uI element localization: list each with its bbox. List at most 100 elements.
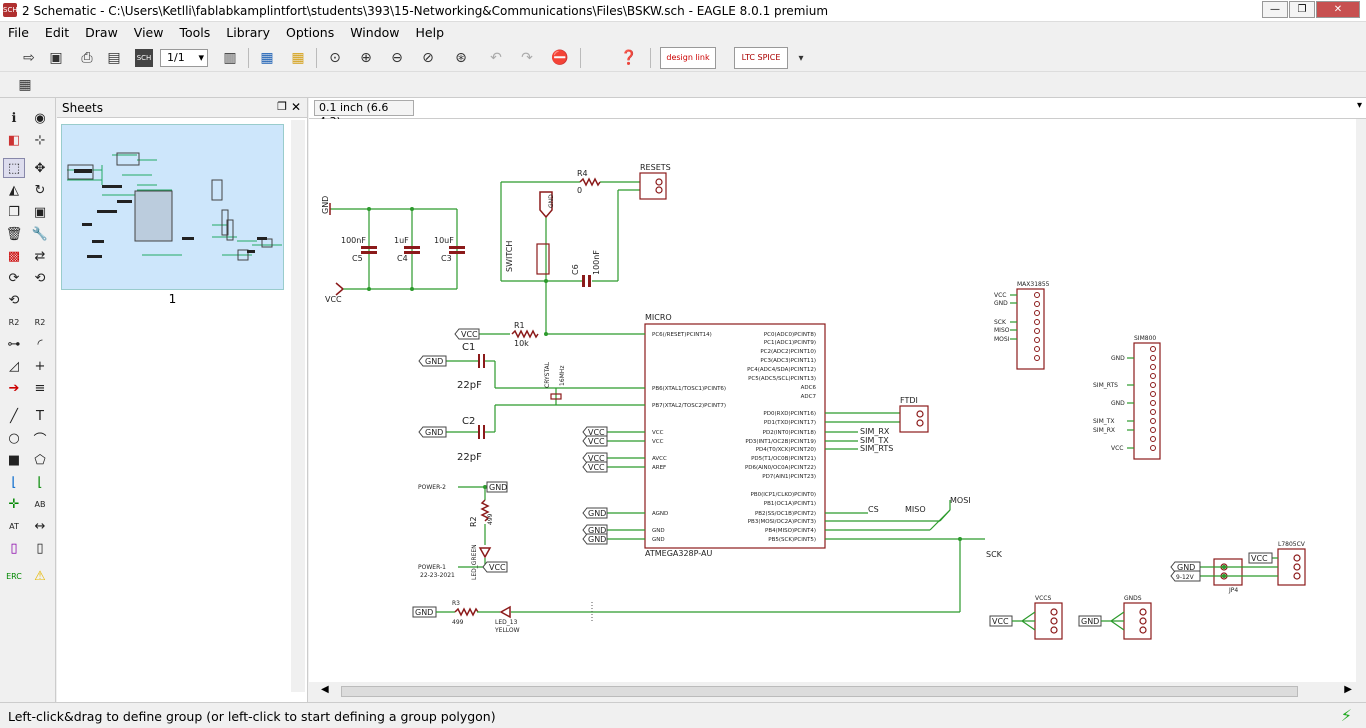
ltspice-button[interactable]: LTC SPICE: [734, 47, 788, 69]
connector-pin: [1150, 445, 1156, 451]
redo-icon[interactable]: ↷: [521, 50, 533, 66]
zoom-fit-icon[interactable]: ⊙: [329, 50, 341, 66]
menu-options[interactable]: Options: [285, 25, 335, 40]
menu-window[interactable]: Window: [350, 25, 400, 40]
junction-icon[interactable]: ✛: [8, 496, 20, 512]
zoom-area-icon[interactable]: ⊛: [455, 50, 467, 66]
stop-icon[interactable]: ⛔: [551, 50, 569, 66]
mirror-icon[interactable]: ◭: [9, 182, 19, 198]
value-icon[interactable]: R2: [34, 317, 46, 327]
warning-icon[interactable]: ⚠: [34, 568, 46, 584]
rotate-icon[interactable]: ↻: [34, 182, 46, 198]
lightning-icon[interactable]: ⚡: [1340, 706, 1352, 725]
mark-icon[interactable]: ⊹: [34, 132, 46, 148]
vertical-scrollbar[interactable]: [1356, 119, 1366, 682]
script-icon[interactable]: ▦: [260, 50, 274, 66]
gate-swap-icon[interactable]: ⟲: [34, 270, 46, 286]
undo-icon[interactable]: ↶: [490, 50, 502, 66]
minimize-button[interactable]: —: [1262, 1, 1288, 18]
smash-icon[interactable]: ⊶: [7, 336, 21, 352]
attribute-icon[interactable]: AT: [9, 521, 19, 531]
close-icon[interactable]: ✕: [290, 100, 301, 114]
ftdi-connector: [899, 405, 929, 433]
cam-icon[interactable]: ▤: [107, 50, 121, 66]
menu-draw[interactable]: Draw: [85, 25, 118, 40]
split-icon[interactable]: ◿: [9, 358, 19, 374]
scroll-left-icon[interactable]: ◀: [321, 684, 329, 695]
text-icon[interactable]: T: [36, 408, 44, 424]
close-button[interactable]: ✕: [1316, 1, 1360, 18]
move-icon[interactable]: ✥: [34, 160, 46, 176]
zoom-redraw-icon[interactable]: ⊘: [422, 50, 434, 66]
undock-icon[interactable]: ❐: [277, 100, 287, 113]
name-icon[interactable]: R2: [8, 317, 20, 327]
schematic-canvas[interactable]: .w{stroke:#2c9a2c;stroke-width:1.2;fill:…: [309, 119, 1356, 682]
pin-swap-icon[interactable]: ⟲: [8, 292, 20, 308]
scrollbar-thumb[interactable]: [341, 686, 1298, 697]
route-icon[interactable]: ➔: [8, 380, 20, 396]
scrollbar[interactable]: [291, 120, 305, 692]
rect-icon[interactable]: ■: [7, 452, 21, 468]
horizontal-scrollbar[interactable]: ◀ ▶: [309, 682, 1366, 702]
sheet-number[interactable]: 1: [168, 292, 177, 306]
net-icon[interactable]: ⌊: [37, 474, 43, 490]
group-icon[interactable]: ⬚: [3, 158, 25, 178]
sheet-thumbnail[interactable]: [61, 124, 284, 290]
delete-icon[interactable]: 🗑: [5, 226, 23, 242]
sch-brd-icon[interactable]: SCH: [135, 49, 153, 67]
menu-tools[interactable]: Tools: [179, 25, 211, 40]
dimension-icon[interactable]: ↔: [34, 518, 46, 534]
menu-view[interactable]: View: [133, 25, 164, 40]
zoom-in-icon[interactable]: ⊕: [360, 50, 372, 66]
print-icon[interactable]: ⎙: [81, 50, 93, 66]
chevron-down-icon[interactable]: ▾: [1356, 100, 1362, 111]
frame-icon[interactable]: ▯: [10, 540, 18, 556]
bom-icon[interactable]: ▥: [223, 50, 237, 66]
paste-icon[interactable]: ▣: [33, 204, 47, 220]
label-icon[interactable]: AB: [34, 499, 46, 509]
miter-icon[interactable]: ◜: [37, 336, 43, 352]
pin-label: PB6(XTAL1/TOSC1)PCINT6): [652, 386, 726, 392]
arc-icon[interactable]: ⌒: [33, 432, 47, 448]
replace-icon[interactable]: ⇄: [34, 248, 46, 264]
designlink-button[interactable]: design link: [660, 47, 716, 69]
erc-icon[interactable]: ERC: [6, 571, 22, 581]
polygon-icon[interactable]: ⬠: [34, 452, 46, 468]
wrench-icon[interactable]: 🔧: [31, 226, 49, 242]
sim-rts-label: SIM_RTS: [860, 444, 893, 453]
chevron-down-icon[interactable]: ▾: [798, 52, 804, 64]
line-icon[interactable]: ╱: [10, 408, 18, 424]
sheet-select[interactable]: 1/1▾: [160, 49, 208, 67]
pin-label: PC2(ADC2)PCINT10): [760, 349, 816, 355]
module-icon[interactable]: ▯: [36, 540, 44, 556]
ulp-icon[interactable]: ▦: [291, 50, 305, 66]
grid-icon[interactable]: ▦: [18, 77, 32, 93]
show-icon[interactable]: ◉: [34, 110, 46, 126]
power-led-circuit: [458, 481, 508, 573]
zoom-out-icon[interactable]: ⊖: [391, 50, 403, 66]
vcc-label: VCC: [994, 292, 1006, 299]
optimize-icon[interactable]: +: [34, 358, 46, 374]
open-icon[interactable]: ⇨: [23, 50, 35, 66]
command-input[interactable]: [429, 100, 1349, 116]
invoke-icon[interactable]: ⟳: [8, 270, 20, 286]
connector-pin: [1150, 400, 1156, 406]
info-icon[interactable]: ℹ: [11, 110, 17, 126]
maximize-button[interactable]: ❐: [1289, 1, 1315, 18]
menu-library[interactable]: Library: [226, 25, 270, 40]
layer-icon[interactable]: ◧: [7, 132, 21, 148]
add-icon[interactable]: ▩: [7, 248, 21, 264]
menu-help[interactable]: Help: [415, 25, 445, 40]
bus-icon[interactable]: ⌊: [11, 474, 17, 490]
cs-label: CS: [868, 505, 879, 514]
reset-circuit: [500, 172, 667, 334]
vcc-label: VCC: [588, 437, 605, 446]
menu-file[interactable]: File: [8, 25, 29, 40]
help-icon[interactable]: ❓: [620, 50, 638, 66]
menu-edit[interactable]: Edit: [44, 25, 70, 40]
scroll-right-icon[interactable]: ▶: [1344, 684, 1352, 695]
ripup-icon[interactable]: ≡: [34, 380, 46, 396]
copy-icon[interactable]: ❐: [8, 204, 20, 220]
save-icon[interactable]: ▣: [49, 50, 63, 66]
circle-icon[interactable]: ○: [8, 430, 20, 446]
